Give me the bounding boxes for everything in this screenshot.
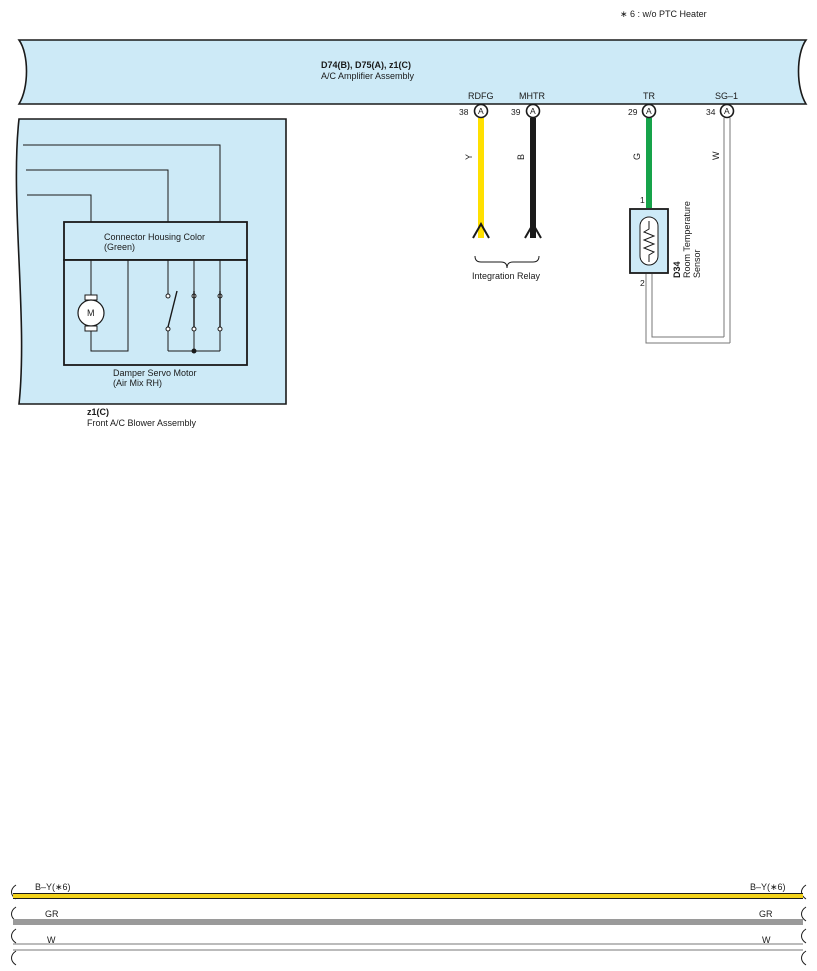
terminal-sg1-label: SG–1	[715, 91, 738, 101]
svg-text:A: A	[530, 106, 536, 116]
wire-sensor-return	[645, 274, 730, 344]
blower-lead-3	[27, 194, 92, 222]
sensor-pin-1: 1	[640, 195, 645, 205]
connector-a-29: A	[641, 103, 657, 119]
connector-a-39: A	[525, 103, 541, 119]
connector-a-34: A	[719, 103, 735, 119]
svg-text:A: A	[646, 106, 652, 116]
connector-a-38: A	[473, 103, 489, 119]
motor-brush-bottom	[84, 325, 98, 332]
bus-label-by-right: B–Y(∗6)	[750, 882, 786, 892]
switch-junction	[191, 348, 197, 354]
sensor-code: D34	[672, 261, 682, 278]
amplifier-panel	[17, 39, 808, 105]
amplifier-codes: D74(B), D75(A), z1(C)	[321, 60, 411, 70]
wire-sensor-return-inner	[651, 274, 724, 338]
motor-symbol: M	[87, 308, 95, 318]
bus-label-by-left: B–Y(∗6)	[35, 882, 71, 892]
blower-code: z1(C)	[87, 407, 109, 417]
bus-label-w-left: W	[47, 935, 56, 945]
sensor-name-line2: Sensor	[692, 249, 702, 278]
motor-lead-bottom	[90, 260, 129, 352]
connector-housing-color: (Green)	[104, 242, 135, 252]
integration-relay-label: Integration Relay	[472, 271, 541, 281]
blower-name: Front A/C Blower Assembly	[87, 418, 197, 428]
wire-label-w: W	[711, 151, 721, 160]
bus-label-w-right: W	[762, 935, 771, 945]
terminal-rdfg-label: RDFG	[468, 91, 494, 101]
blower-lead-2	[26, 169, 169, 222]
integration-relay-brace	[474, 255, 540, 269]
svg-text:A: A	[478, 106, 484, 116]
sensor-pin-2: 2	[640, 278, 645, 288]
connector-housing-label: Connector Housing Color	[104, 232, 205, 242]
amplifier-name: A/C Amplifier Assembly	[321, 71, 415, 81]
sensor-name-line1: Room Temperature	[682, 201, 692, 278]
wire-label-b: B	[516, 154, 526, 160]
pin-29: 29	[628, 107, 638, 117]
terminal-tr-label: TR	[643, 91, 655, 101]
wire-label-y: Y	[464, 154, 474, 160]
svg-text:A: A	[724, 106, 730, 116]
bus-label-gr-left: GR	[45, 909, 59, 919]
pin-38: 38	[459, 107, 469, 117]
pin-34: 34	[706, 107, 716, 117]
motor-brush-top	[84, 294, 98, 301]
damper-motor-sublabel: (Air Mix RH)	[113, 378, 162, 388]
connector-housing	[63, 221, 248, 261]
damper-motor-label: Damper Servo Motor	[113, 368, 197, 378]
relay-terminal-chevron-1	[472, 221, 490, 239]
terminal-mhtr-label: MHTR	[519, 91, 545, 101]
pin-39: 39	[511, 107, 521, 117]
resistor-zigzag-icon	[642, 221, 656, 262]
wire-label-g: G	[632, 153, 642, 160]
blower-lead-1	[23, 144, 221, 222]
relay-terminal-chevron-2	[524, 221, 542, 239]
ptc-heater-note: ∗ 6 : w/o PTC Heater	[620, 9, 707, 19]
thermistor-icon	[639, 216, 659, 266]
bus-label-gr-right: GR	[759, 909, 773, 919]
